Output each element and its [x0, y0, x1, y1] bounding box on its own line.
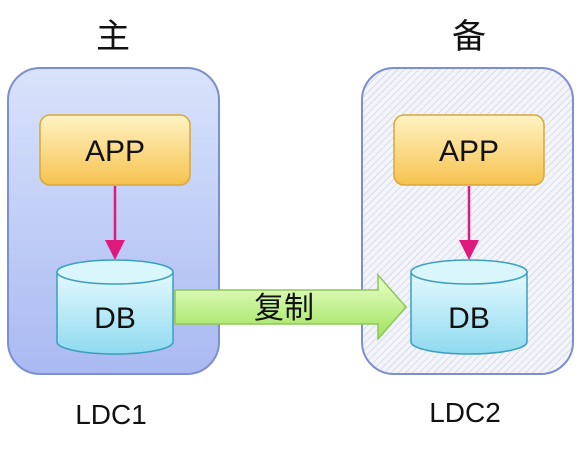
standby-db-label: DB: [448, 302, 490, 335]
standby-db-cylinder: [410, 259, 528, 355]
standby-ldc-label: LDC2: [429, 397, 501, 428]
standby-title: 备: [452, 17, 486, 57]
primary-db-cylinder: [56, 259, 174, 355]
standby-app-label: APP: [439, 135, 499, 168]
replication-arrow: [174, 273, 407, 341]
standby-app-box: [393, 114, 545, 186]
primary-title: 主: [96, 17, 130, 57]
primary-db-label: DB: [94, 302, 136, 335]
primary-app-label: APP: [85, 135, 145, 168]
primary-app-box: [39, 114, 191, 186]
replication-label: 复制: [254, 291, 314, 326]
primary-ldc-label: LDC1: [75, 399, 147, 430]
